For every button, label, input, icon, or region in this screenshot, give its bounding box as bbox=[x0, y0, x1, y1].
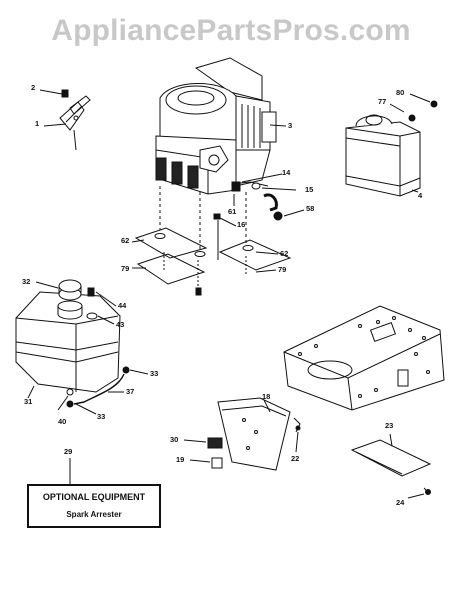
callout-33b: 33 bbox=[97, 412, 106, 421]
callout-18: 18 bbox=[262, 392, 271, 401]
callout-22: 22 bbox=[291, 454, 300, 463]
callout-16: 16 bbox=[237, 220, 246, 229]
callout-37: 37 bbox=[126, 387, 135, 396]
optional-equipment-box: OPTIONAL EQUIPMENT Spark Arrester bbox=[27, 484, 161, 528]
callout-1: 1 bbox=[35, 119, 40, 128]
callout-29: 29 bbox=[64, 447, 73, 456]
callout-80: 80 bbox=[396, 88, 405, 97]
spark-arrester-label: Spark Arrester bbox=[66, 510, 122, 519]
heat-shield-part bbox=[350, 439, 432, 495]
bracket-plate-part bbox=[207, 397, 301, 471]
callout-77: 77 bbox=[378, 97, 387, 106]
callout-14: 14 bbox=[282, 168, 291, 177]
fuel-tank-part bbox=[15, 279, 121, 393]
callout-3: 3 bbox=[288, 121, 293, 130]
callout-58: 58 bbox=[306, 204, 315, 213]
callout-79a: 79 bbox=[121, 264, 130, 273]
mounting-hardware bbox=[134, 186, 292, 296]
optional-equipment-title: OPTIONAL EQUIPMENT bbox=[42, 492, 146, 502]
callout-2: 2 bbox=[31, 83, 36, 92]
tank-hardware bbox=[86, 287, 98, 320]
callout-61: 61 bbox=[228, 207, 237, 216]
callout-43: 43 bbox=[116, 320, 125, 329]
engine-assembly bbox=[155, 57, 277, 195]
callout-4: 4 bbox=[418, 191, 423, 200]
callout-79b: 79 bbox=[278, 265, 287, 274]
fuel-line-part bbox=[66, 366, 130, 408]
watermark-logo: AppliancePartsPros.com bbox=[51, 14, 411, 47]
callout-30: 30 bbox=[170, 435, 179, 444]
callout-62b: 62 bbox=[280, 249, 289, 258]
callout-24: 24 bbox=[396, 498, 405, 507]
callout-62a: 62 bbox=[121, 236, 130, 245]
callout-15: 15 bbox=[305, 185, 314, 194]
callout-31: 31 bbox=[24, 397, 33, 406]
frame-plate-part bbox=[283, 305, 445, 411]
callout-40: 40 bbox=[58, 417, 67, 426]
throttle-control-part bbox=[59, 89, 91, 151]
callout-33a: 33 bbox=[150, 369, 159, 378]
muffler-part bbox=[345, 100, 438, 197]
callout-23: 23 bbox=[385, 421, 394, 430]
callout-19: 19 bbox=[176, 455, 185, 464]
fuel-fitting-parts bbox=[231, 181, 283, 221]
callout-44: 44 bbox=[118, 301, 127, 310]
callout-32: 32 bbox=[22, 277, 31, 286]
